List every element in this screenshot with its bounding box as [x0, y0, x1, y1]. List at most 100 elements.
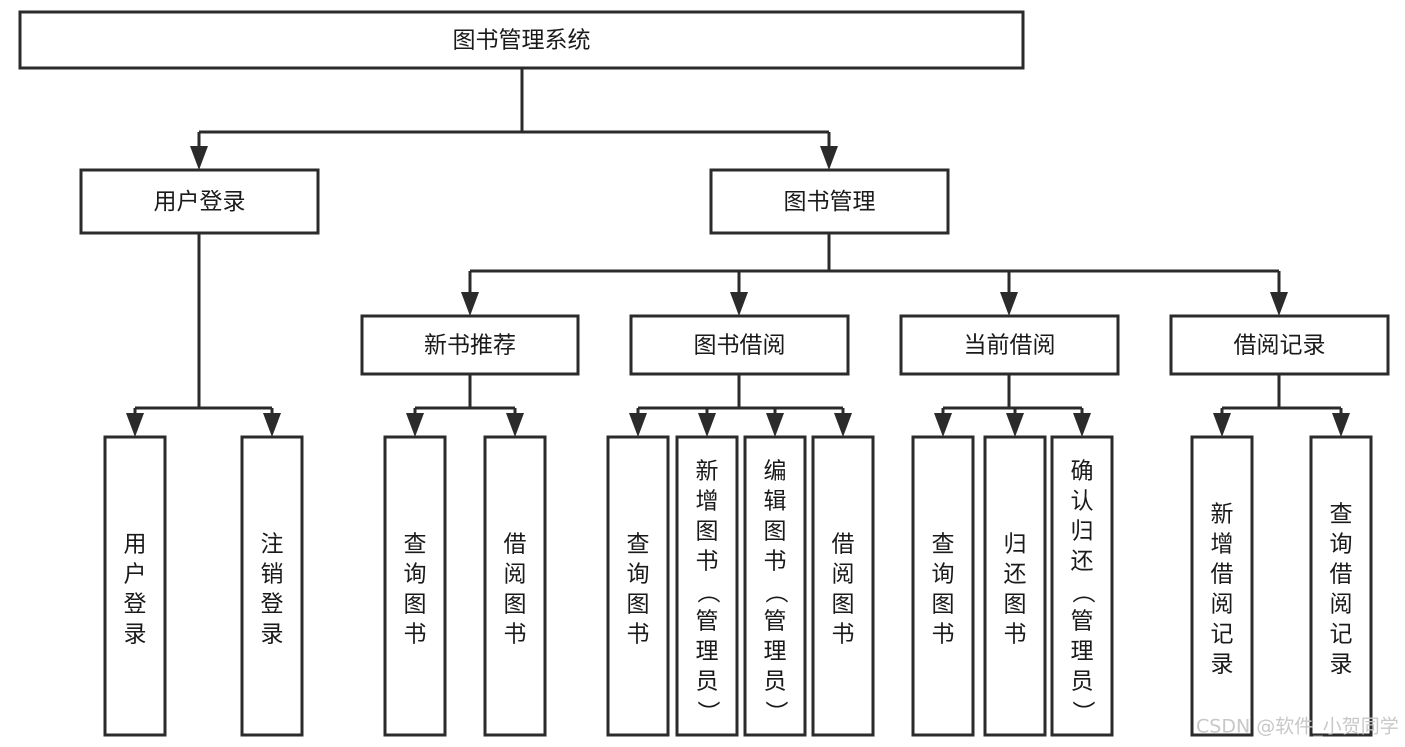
node-leaf-query-borrow-rec-box[interactable] [1309, 435, 1373, 737]
node-leaf-query-book-rec-box[interactable] [383, 435, 447, 737]
csdn-watermark: CSDN @软件_小贺同学 [1196, 716, 1399, 738]
node-leaf-user-login-char: 录 [124, 622, 147, 648]
arrow-head-icon [1006, 413, 1024, 437]
node-book-manage[interactable]: 图书管理 [709, 168, 950, 235]
node-book-manage-box[interactable] [709, 168, 950, 235]
node-leaf-user-login[interactable]: 用户登录 [103, 435, 167, 737]
node-leaf-add-book-admin-box[interactable] [675, 435, 739, 737]
node-leaf-edit-book-admin-char: 理 [764, 639, 787, 665]
node-leaf-borrow-book-bor-char: 阅 [832, 562, 855, 588]
node-leaf-borrow-book-bor-char: 图 [832, 592, 855, 618]
node-leaf-edit-book-admin-char: （ [763, 581, 789, 604]
node-leaf-borrow-book-rec-char: 图 [504, 592, 527, 618]
arrow-head-icon [629, 413, 647, 437]
connector-current-borrow-to-leaves [934, 374, 1091, 437]
node-user-login-box[interactable] [79, 168, 320, 235]
node-leaf-return-book-box[interactable] [983, 435, 1047, 737]
node-leaf-borrow-book-rec-box[interactable] [483, 435, 547, 737]
node-leaf-add-book-admin-char: 图 [696, 519, 719, 545]
node-current-borrow-label: 当前借阅 [964, 333, 1056, 359]
node-leaf-add-borrow-rec-char: 借 [1211, 562, 1234, 588]
node-leaf-add-borrow-rec-char: 阅 [1211, 592, 1234, 618]
node-leaf-query-borrow-rec-char: 记 [1330, 622, 1353, 648]
arrow-head-icon [1000, 292, 1018, 316]
node-borrow-record[interactable]: 借阅记录 [1169, 314, 1390, 376]
node-leaf-borrow-book-rec-char: 阅 [504, 562, 527, 588]
arrow-head-icon [263, 413, 281, 437]
node-leaf-query-borrow-rec-char: 阅 [1330, 592, 1353, 618]
node-leaf-edit-book-admin-char: ） [763, 701, 789, 724]
node-leaf-query-book-bor-box[interactable] [606, 435, 670, 737]
node-leaf-edit-book-admin-char: 辑 [764, 489, 787, 515]
node-layer: 图书管理系统用户登录图书管理新书推荐图书借阅当前借阅借阅记录用户登录注销登录查询… [18, 10, 1390, 737]
node-leaf-confirm-return-char: （ [1070, 581, 1096, 604]
node-leaf-confirm-return-char: 归 [1071, 519, 1094, 545]
node-leaf-add-borrow-rec-char: 新 [1211, 502, 1234, 528]
node-leaf-user-login-char: 用 [124, 532, 147, 558]
node-root-system[interactable]: 图书管理系统 [18, 10, 1025, 70]
node-leaf-query-borrow-rec-char: 查 [1330, 502, 1353, 528]
node-leaf-query-book-bor-char: 图 [627, 592, 650, 618]
node-leaf-confirm-return-char: 还 [1071, 549, 1094, 575]
node-leaf-confirm-return-box[interactable] [1050, 435, 1114, 737]
node-leaf-query-borrow-rec-char: 借 [1330, 562, 1353, 588]
connector-layer [126, 68, 1350, 437]
node-book-manage-label: 图书管理 [784, 189, 876, 215]
arrow-head-icon [834, 413, 852, 437]
node-leaf-logout-box[interactable] [240, 435, 304, 737]
node-leaf-add-book-admin-char: 书 [696, 549, 719, 575]
node-borrow-record-box[interactable] [1169, 314, 1390, 376]
node-borrow-record-label: 借阅记录 [1234, 333, 1326, 359]
connector-new-book-recommend-to-leaves [406, 374, 524, 437]
arrow-head-icon [698, 413, 716, 437]
node-leaf-edit-book-admin-box[interactable] [743, 435, 807, 737]
connector-bookmanage-to-level3 [461, 233, 1288, 316]
node-leaf-borrow-book-rec-char: 书 [504, 622, 527, 648]
node-leaf-add-borrow-rec-box[interactable] [1190, 435, 1254, 737]
node-current-borrow[interactable]: 当前借阅 [899, 314, 1120, 376]
arrow-head-icon [1213, 413, 1231, 437]
node-current-borrow-box[interactable] [899, 314, 1120, 376]
connector-book-borrow-to-leaves [629, 374, 852, 437]
node-new-book-recommend-box[interactable] [360, 314, 580, 376]
node-leaf-borrow-book-bor-char: 借 [832, 532, 855, 558]
node-leaf-add-book-admin-char: 员 [696, 669, 719, 695]
node-leaf-add-book-admin-char: 管 [696, 609, 719, 635]
node-leaf-borrow-book-bor-box[interactable] [811, 435, 875, 737]
connector-user-login-to-leaves [126, 233, 281, 437]
arrow-head-icon [506, 413, 524, 437]
node-leaf-return-book-char: 归 [1004, 532, 1027, 558]
node-leaf-query-book-bor-char: 书 [627, 622, 650, 648]
arrow-head-icon [1332, 413, 1350, 437]
node-book-borrow[interactable]: 图书借阅 [629, 314, 850, 376]
node-leaf-edit-book-admin-char: 员 [764, 669, 787, 695]
node-book-borrow-box[interactable] [629, 314, 850, 376]
node-leaf-user-login-box[interactable] [103, 435, 167, 737]
node-root-system-box[interactable] [18, 10, 1025, 70]
node-leaf-logout-char: 登 [261, 592, 284, 618]
node-leaf-add-book-admin-char: 新 [696, 459, 719, 485]
arrow-head-icon [190, 146, 208, 170]
node-leaf-query-book-cur-box[interactable] [911, 435, 975, 737]
node-leaf-query-book-rec-char: 查 [404, 532, 427, 558]
arrow-head-icon [1073, 413, 1091, 437]
node-leaf-edit-book-admin-char: 管 [764, 609, 787, 635]
node-new-book-recommend[interactable]: 新书推荐 [360, 314, 580, 376]
node-leaf-query-book-cur-char: 书 [932, 622, 955, 648]
node-user-login[interactable]: 用户登录 [79, 168, 320, 235]
node-leaf-query-book-bor-char: 查 [627, 532, 650, 558]
node-leaf-add-borrow-rec-char: 记 [1211, 622, 1234, 648]
